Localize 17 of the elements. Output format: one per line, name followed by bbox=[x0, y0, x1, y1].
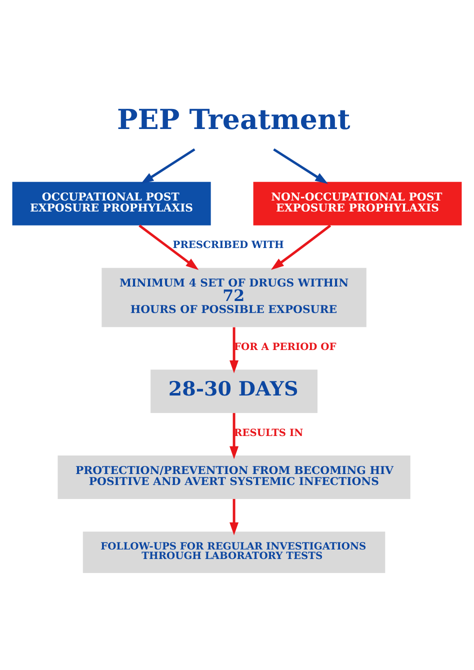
node-box: MINIMUM 4 SET OF DRUGS WITHIN 72 HOURS OF POSSIBLE EXPOSURE bbox=[102, 268, 366, 328]
edge-label: RESULTS IN bbox=[234, 428, 304, 439]
edge-label: FOR A PERIOD OF bbox=[234, 342, 336, 353]
arrow bbox=[273, 148, 328, 184]
arrow bbox=[138, 224, 199, 270]
node-box: NON-OCCUPATIONAL POST EXPOSURE PROPHYLAXIS bbox=[253, 182, 462, 226]
edge-label: PRESCRIBED WITH bbox=[172, 240, 284, 252]
node-box: PROTECTION/PREVENTION FROM BECOMING HIV POSITIVE AND AVERT SYSTEMIC INFECTIONS bbox=[58, 456, 410, 499]
node-text: PEP Treatment bbox=[116, 102, 350, 136]
arrow bbox=[140, 148, 196, 184]
arrow bbox=[270, 224, 332, 270]
node-box: OCCUPATIONAL POST EXPOSURE PROPHYLAXIS bbox=[12, 182, 211, 226]
arrow bbox=[230, 327, 239, 374]
node-box: 28-30 DAYS bbox=[150, 370, 318, 414]
node-box: FOLLOW-UPS FOR REGULAR INVESTIGATIONS THROUGH LABORATORY TESTS bbox=[82, 532, 386, 574]
arrow bbox=[230, 498, 239, 536]
arrow bbox=[230, 413, 239, 460]
